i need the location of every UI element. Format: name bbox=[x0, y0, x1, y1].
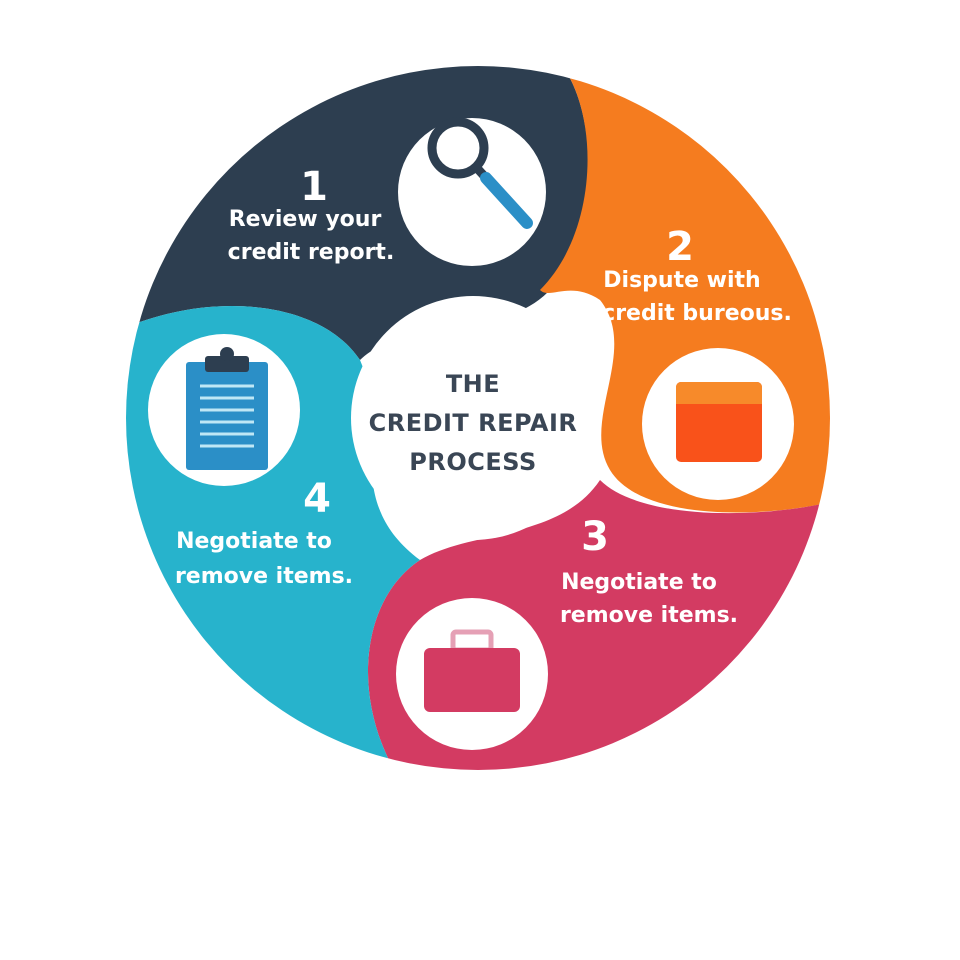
step-3-number: 3 bbox=[581, 514, 609, 560]
step-1-text-line2: credit report. bbox=[228, 240, 395, 265]
step-1-text-line1: Review your bbox=[229, 207, 382, 232]
step-1-icon-circle bbox=[398, 118, 546, 266]
briefcase-icon bbox=[424, 629, 520, 712]
step-4-number: 4 bbox=[303, 476, 331, 522]
center-title-line3: PROCESS bbox=[409, 448, 536, 476]
step-3-text-line2: remove items. bbox=[560, 603, 738, 628]
step-4-text-line2: remove items. bbox=[175, 564, 353, 589]
step-3-text-line1: Negotiate to bbox=[561, 570, 717, 595]
step-2-text-line1: Dispute with bbox=[603, 268, 760, 293]
step-2-text-line2: credit bureous. bbox=[602, 301, 792, 326]
center-title-line2: CREDIT REPAIR bbox=[369, 409, 578, 437]
step-1-number: 1 bbox=[300, 164, 328, 210]
center-circle bbox=[351, 296, 595, 540]
magnifier-icon bbox=[427, 117, 533, 229]
center-title-line1: THE bbox=[446, 370, 500, 398]
step-4-text-line1: Negotiate to bbox=[176, 529, 332, 554]
window-icon bbox=[676, 382, 762, 462]
step-2-number: 2 bbox=[666, 224, 694, 270]
clipboard-icon bbox=[186, 347, 268, 470]
